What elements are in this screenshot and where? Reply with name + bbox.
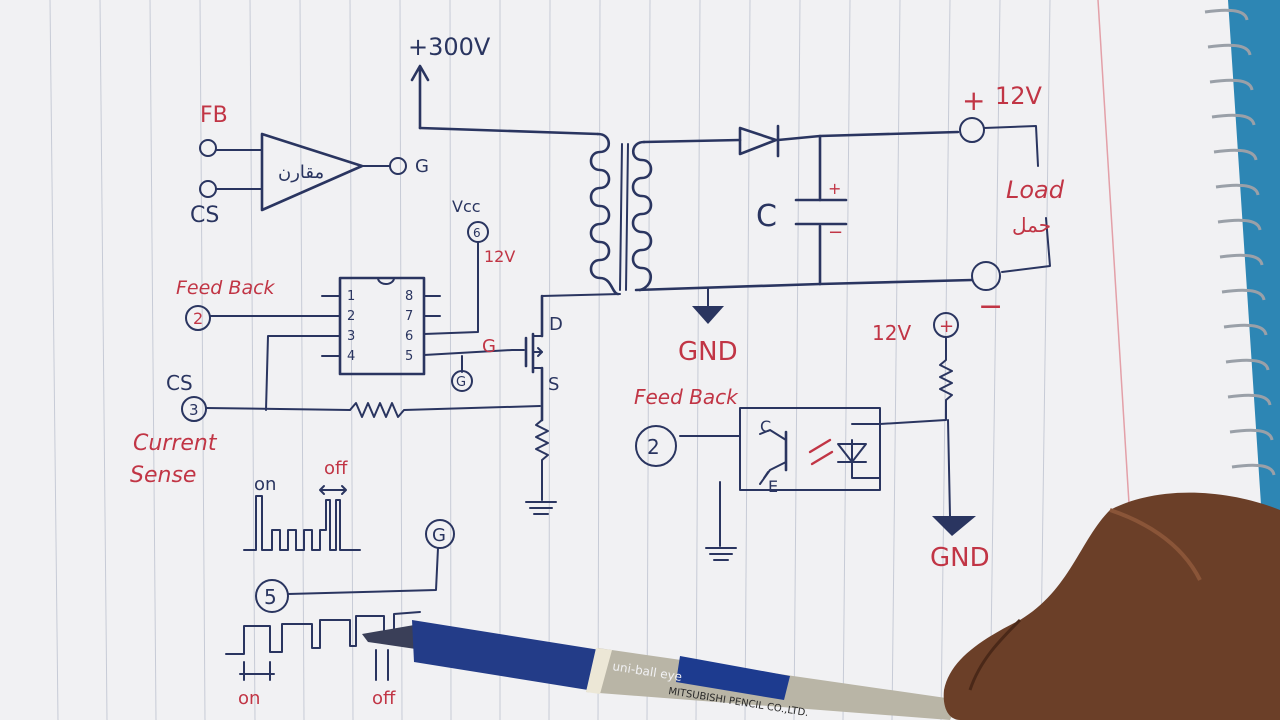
vcc-12v-label: 12V <box>484 247 515 266</box>
gate-label: G <box>482 336 496 357</box>
mosfet: G G D S <box>423 293 621 515</box>
gnd-mid-label: GND <box>678 337 738 367</box>
feedback-right-label: Feed Back <box>634 385 739 409</box>
ic-pin-6: 6 <box>405 329 413 344</box>
hv-rail: +300V <box>408 33 600 136</box>
plus-sign: + <box>962 84 985 117</box>
gnd-right-label: GND <box>930 543 990 573</box>
vcc-label: Vcc <box>452 197 481 216</box>
ic-pin-1: 1 <box>347 289 355 304</box>
capacitor-label: C <box>756 199 777 234</box>
ic-pin-8: 8 <box>405 289 413 304</box>
ic-pin-4: 4 <box>347 349 355 364</box>
current-sense-node: 3 CS Current Sense <box>130 335 541 488</box>
current-label: Current <box>133 431 218 456</box>
ic-left-pins: 1 2 3 4 <box>347 289 355 364</box>
waveform-bottom: 5 G on off <box>225 519 455 709</box>
comparator: FB CS G مقارن <box>190 103 429 228</box>
cs-label: CS <box>190 203 219 228</box>
feedback-pin-number: 2 <box>193 309 203 328</box>
gnd-secondary: GND <box>678 287 738 367</box>
load-label-ar: حمل <box>1012 213 1051 237</box>
comparator-label: مقارن <box>278 162 324 183</box>
ic-pin-2: 2 <box>347 309 355 324</box>
wave-off-bottom: off <box>372 688 396 709</box>
opto-c-label: C <box>760 417 771 436</box>
ic-pin-5: 5 <box>405 349 413 364</box>
load-label: Load <box>1006 176 1065 204</box>
pwm-ic: 1 2 3 4 8 7 6 5 <box>321 276 441 376</box>
vcc-node: 6 Vcc 12V <box>423 197 515 335</box>
cap-plus: + <box>828 179 841 198</box>
pin5-number: 5 <box>264 585 277 609</box>
ic-pin-3: 3 <box>347 329 355 344</box>
optocoupler: + 12V 2 Feed Back C E GND <box>634 312 990 573</box>
drain-label: D <box>549 314 563 335</box>
feedback-left: 2 Feed Back <box>176 277 341 331</box>
ic-pin-7: 7 <box>405 309 413 324</box>
transformer <box>589 132 822 296</box>
wave-on-bottom: on <box>238 688 260 709</box>
gate-circle-label: G <box>456 375 466 390</box>
opto-12v-label: 12V <box>872 321 911 345</box>
cap-minus: − <box>828 222 843 243</box>
hand <box>943 492 1280 720</box>
opto-plus: + <box>939 316 954 337</box>
opto-pin-number: 2 <box>647 435 660 459</box>
wave-off-top: off <box>324 458 348 479</box>
vcc-pin-number: 6 <box>473 226 481 240</box>
opto-e-label: E <box>768 477 778 496</box>
cs-left-label: CS <box>166 371 193 395</box>
wave-on-top: on <box>254 474 276 495</box>
comparator-g-label: G <box>415 156 429 177</box>
feedback-left-label: Feed Back <box>176 277 276 299</box>
fb-label: FB <box>200 103 228 128</box>
waveform-top: on off <box>243 458 361 551</box>
hv-label: +300V <box>408 33 491 61</box>
plus-12v-label: 12V <box>995 82 1043 110</box>
wave-g-label: G <box>432 525 446 546</box>
sense-label: Sense <box>130 463 196 488</box>
source-label: S <box>548 374 559 395</box>
ic-right-pins: 8 7 6 5 <box>405 289 413 364</box>
minus-sign: − <box>978 289 1003 324</box>
output-stage: C + − + 12V − Load حمل <box>738 82 1065 324</box>
cs-pin-number: 3 <box>189 401 199 419</box>
